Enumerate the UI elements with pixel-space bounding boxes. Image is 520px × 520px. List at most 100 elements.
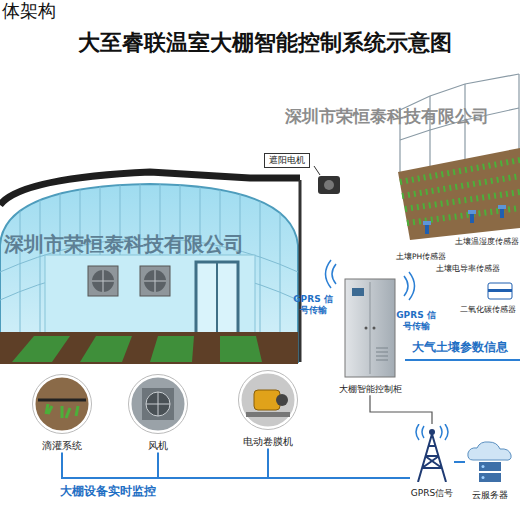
graphic-part (423, 221, 431, 225)
graphic-part (196, 262, 238, 334)
watermark: 深圳市荣恒泰科技有限公司 (4, 232, 244, 256)
graphic-part (240, 372, 296, 428)
graphic-part (238, 370, 298, 430)
graphic-part (12, 336, 70, 362)
graphic-part (352, 288, 364, 296)
graphic-part (129, 375, 188, 434)
graphic-part (128, 374, 188, 434)
cabinet-icon (344, 278, 396, 378)
graphic-part (410, 424, 454, 482)
graphic-part (0, 332, 298, 364)
graphic-part (220, 336, 262, 362)
graphic-part (373, 327, 376, 330)
graphic-part (46, 404, 78, 418)
graphic-part (400, 160, 520, 223)
graphic-part (468, 210, 476, 214)
graphic-part (318, 176, 340, 194)
graphic-part (344, 278, 396, 378)
graphic-part (34, 376, 90, 432)
graphic-part (398, 148, 520, 240)
graphic-part (465, 440, 515, 484)
graphic-part (239, 371, 298, 430)
node-text: 风机 (128, 440, 188, 453)
fan-icon (128, 374, 188, 434)
sensor-label: 二氧化碳传感器 (460, 305, 516, 314)
gprs-tower: GPRS信号 (410, 424, 454, 499)
graphic-part (425, 224, 429, 234)
drip-icon (32, 374, 92, 434)
graphic-part (365, 327, 368, 330)
graphic-part (405, 192, 520, 209)
section-heading: 体架构 (2, 0, 56, 22)
graphic-part (479, 473, 501, 482)
graphic-part (80, 336, 132, 362)
graphic-part (0, 172, 300, 205)
graphic-part (498, 205, 506, 209)
graphic-part (146, 392, 170, 416)
graphic-part (470, 213, 474, 223)
data-flow-label: 大气土壤参数信息 (412, 340, 508, 354)
film-roller: 电动卷膜机 (238, 370, 298, 449)
graphic-part (33, 375, 92, 434)
graphic-part (142, 388, 174, 420)
graphic-part (518, 74, 519, 150)
graphic-part (314, 166, 320, 175)
graphic-part (130, 376, 186, 432)
graphic-part (500, 208, 504, 218)
graphic-part (376, 348, 388, 360)
graphic-part (345, 279, 395, 377)
greenhouse-illustration (0, 166, 340, 364)
graphic-part (370, 282, 371, 374)
motor-label: 遮阳电机 (264, 153, 310, 168)
control-cabinet: 大棚智能控制柜 (339, 278, 402, 395)
graphic-part (144, 270, 166, 292)
graphic-part (155, 270, 156, 292)
node-text: 滴灌系统 (32, 440, 92, 453)
graphic-part (140, 266, 170, 296)
signal-label: GPRS 信号传输 (290, 294, 336, 316)
signal-label: GPRS 信号传输 (393, 310, 439, 332)
roller-icon (238, 370, 298, 430)
watermark: 深圳市荣恒泰科技有限公司 (285, 106, 489, 126)
node-text: 遮阳电机 (269, 155, 305, 166)
graphic-part (299, 180, 302, 362)
graphic-part (88, 266, 118, 296)
node-text: 云服务器 (465, 490, 515, 501)
drip-irrigation: 滴灌系统 (32, 374, 92, 453)
graphic-part (488, 283, 512, 299)
graphic-part (38, 399, 86, 402)
connector (158, 453, 410, 479)
graphic-part (482, 465, 485, 468)
graphic-part (488, 289, 512, 292)
graphic-part (150, 336, 194, 362)
graphic-part (400, 74, 519, 110)
graphic-part (429, 429, 435, 435)
connector (268, 449, 410, 479)
graphic-part (405, 359, 520, 361)
graphic-part (409, 272, 415, 300)
sensor-label: 土壤PH传感器 (396, 252, 446, 261)
graphic-part (246, 412, 290, 417)
tower-icon (410, 424, 454, 482)
diagram-title: 大至睿联温室大棚智能控制系统示意图 (78, 28, 452, 58)
node-text: GPRS信号 (410, 488, 454, 499)
fan-unit: 风机 (128, 374, 188, 453)
connector (62, 453, 410, 479)
graphic-part (416, 424, 448, 440)
graphic-part (92, 270, 114, 292)
graphic-part (103, 270, 104, 292)
graphic-part (32, 374, 92, 434)
monitor-label: 大棚设备实时监控 (60, 484, 156, 498)
graphic-part (326, 260, 332, 288)
graphic-part (482, 476, 485, 479)
graphic-part (276, 394, 288, 406)
node-text: 大棚智能控制柜 (339, 384, 402, 395)
node-text: 电动卷膜机 (238, 436, 298, 449)
graphic-part (418, 434, 446, 482)
graphic-part (146, 392, 170, 416)
server-icon (465, 440, 515, 484)
data-flow-line (405, 360, 520, 361)
connector (370, 395, 432, 424)
cloud-server: 云服务器 (465, 440, 515, 501)
